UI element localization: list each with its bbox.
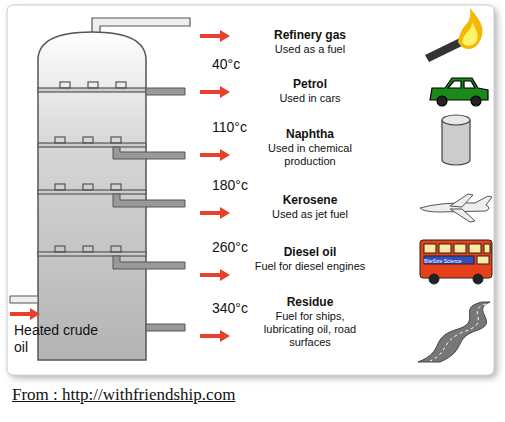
temperature: 340°c <box>212 302 248 315</box>
bus-sign: BiteSize Science <box>424 258 462 264</box>
product-use: Used as a fuel <box>250 43 370 56</box>
product-use: Used as jet fuel <box>250 208 370 221</box>
temperature: 260°c <box>212 241 248 254</box>
product-name: Naphtha <box>250 128 370 141</box>
column <box>38 32 146 360</box>
drum-icon <box>442 115 470 165</box>
product-use: Fuel for ships, lubricating oil, road su… <box>250 310 370 349</box>
road-icon <box>418 302 490 362</box>
product-name: Residue <box>250 296 370 309</box>
product-name: Kerosene <box>250 194 370 207</box>
product-use: Used in cars <box>250 92 370 105</box>
product-name: Diesel oil <box>250 246 370 259</box>
plane-icon <box>420 194 492 222</box>
inlet-label: Heated crude oil <box>14 322 104 356</box>
product-name: Petrol <box>250 78 370 91</box>
card <box>7 5 494 375</box>
product-use: Used in chemical production <box>250 142 370 168</box>
source-caption: From : http://withfriendship.com <box>12 388 235 401</box>
temperature: 40°c <box>212 58 240 71</box>
temperature: 110°c <box>212 121 247 134</box>
product-name: Refinery gas <box>250 29 370 42</box>
product-use: Fuel for diesel engines <box>250 260 370 273</box>
torch-icon <box>425 8 483 62</box>
bus-icon <box>420 240 492 284</box>
temperature: 180°c <box>212 179 248 192</box>
car-icon <box>430 78 488 106</box>
